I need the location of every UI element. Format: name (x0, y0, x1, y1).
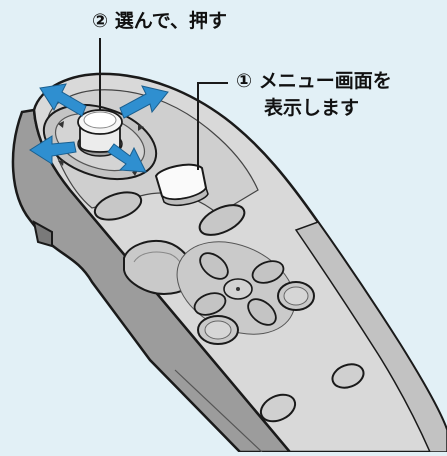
callout-lines (99, 38, 228, 170)
callout-line-step1 (197, 82, 228, 170)
arrow-up-right-icon (119, 85, 169, 119)
instruction-step1-line2: 表示します (264, 97, 360, 119)
arrow-down-right-icon (107, 143, 147, 173)
instruction-step1-line1: ① メニュー画面を (236, 70, 392, 92)
direction-arrows (29, 83, 169, 173)
arrow-down-left-icon (29, 135, 77, 165)
instruction-step2: ② 選んで、押す (92, 10, 227, 32)
arrow-up-left-icon (39, 83, 87, 117)
